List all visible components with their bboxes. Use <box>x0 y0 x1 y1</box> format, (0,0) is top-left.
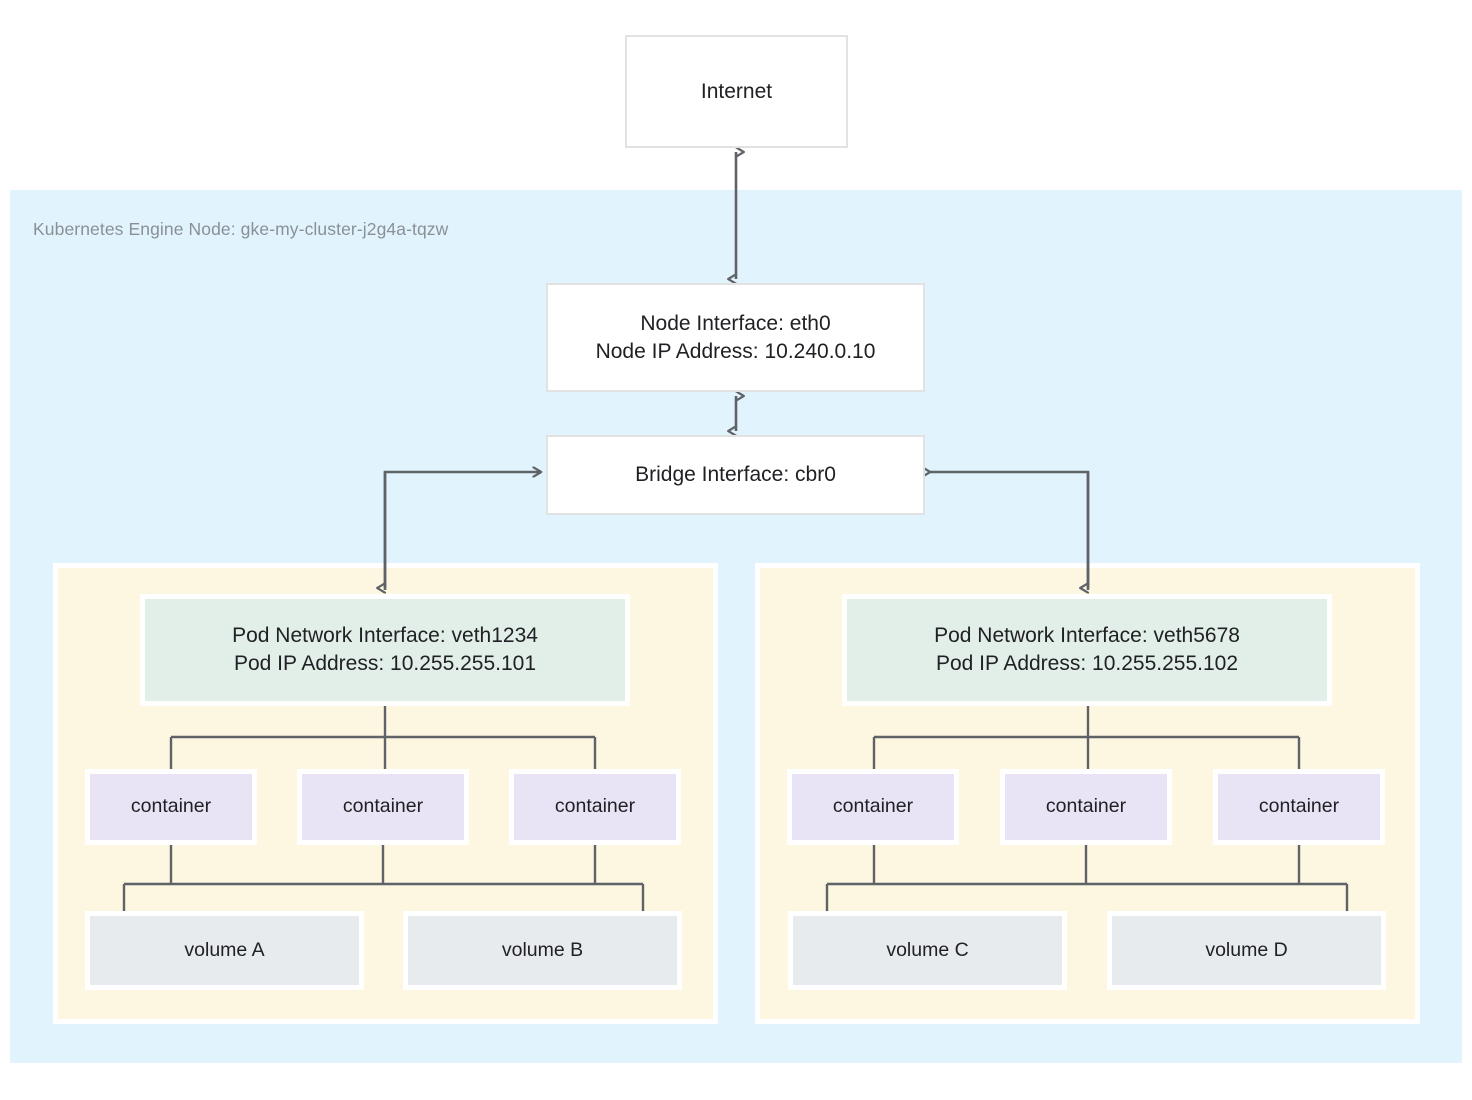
container-left-3[interactable]: container <box>509 769 681 845</box>
bridge-interface-label: Bridge Interface: cbr0 <box>635 463 836 487</box>
internet-label: Internet <box>700 79 773 103</box>
volume-label: volume A <box>184 938 265 961</box>
volume-label: volume B <box>501 938 584 961</box>
container-left-1[interactable]: container <box>85 769 257 845</box>
container-right-3[interactable]: container <box>1213 769 1385 845</box>
volume-label: volume C <box>886 938 969 961</box>
container-right-2[interactable]: container <box>1000 769 1172 845</box>
pod-ip-address-right: Pod IP Address: 10.255.255.102 <box>935 652 1239 675</box>
internet-box[interactable]: Internet <box>625 35 848 148</box>
volume-label: volume D <box>1205 938 1288 961</box>
container-label: container <box>130 795 212 818</box>
pod-network-interface-right[interactable]: Pod Network Interface: veth5678 Pod IP A… <box>842 594 1332 706</box>
bridge-interface-box[interactable]: Bridge Interface: cbr0 <box>546 435 925 515</box>
container-label: container <box>554 795 636 818</box>
container-label: container <box>1045 795 1127 818</box>
pod-interface-name-right: Pod Network Interface: veth5678 <box>934 624 1240 648</box>
container-label: container <box>1258 795 1340 818</box>
container-label: container <box>342 795 424 818</box>
node-interface-box[interactable]: Node Interface: eth0 Node IP Address: 10… <box>546 283 925 392</box>
container-left-2[interactable]: container <box>297 769 469 845</box>
volume-left-2[interactable]: volume B <box>403 911 682 990</box>
volume-right-1[interactable]: volume C <box>788 911 1067 990</box>
pod-network-interface-left[interactable]: Pod Network Interface: veth1234 Pod IP A… <box>140 594 630 706</box>
kubernetes-node-region-label: Kubernetes Engine Node: gke-my-cluster-j… <box>33 219 449 239</box>
pod-interface-name-left: Pod Network Interface: veth1234 <box>232 624 538 648</box>
node-interface-name: Node Interface: eth0 <box>640 311 831 335</box>
container-label: container <box>832 795 914 818</box>
volume-left-1[interactable]: volume A <box>85 911 364 990</box>
pod-ip-address-left: Pod IP Address: 10.255.255.101 <box>233 652 537 675</box>
node-ip-address: Node IP Address: 10.240.0.10 <box>595 339 876 363</box>
volume-right-2[interactable]: volume D <box>1107 911 1386 990</box>
container-right-1[interactable]: container <box>787 769 959 845</box>
